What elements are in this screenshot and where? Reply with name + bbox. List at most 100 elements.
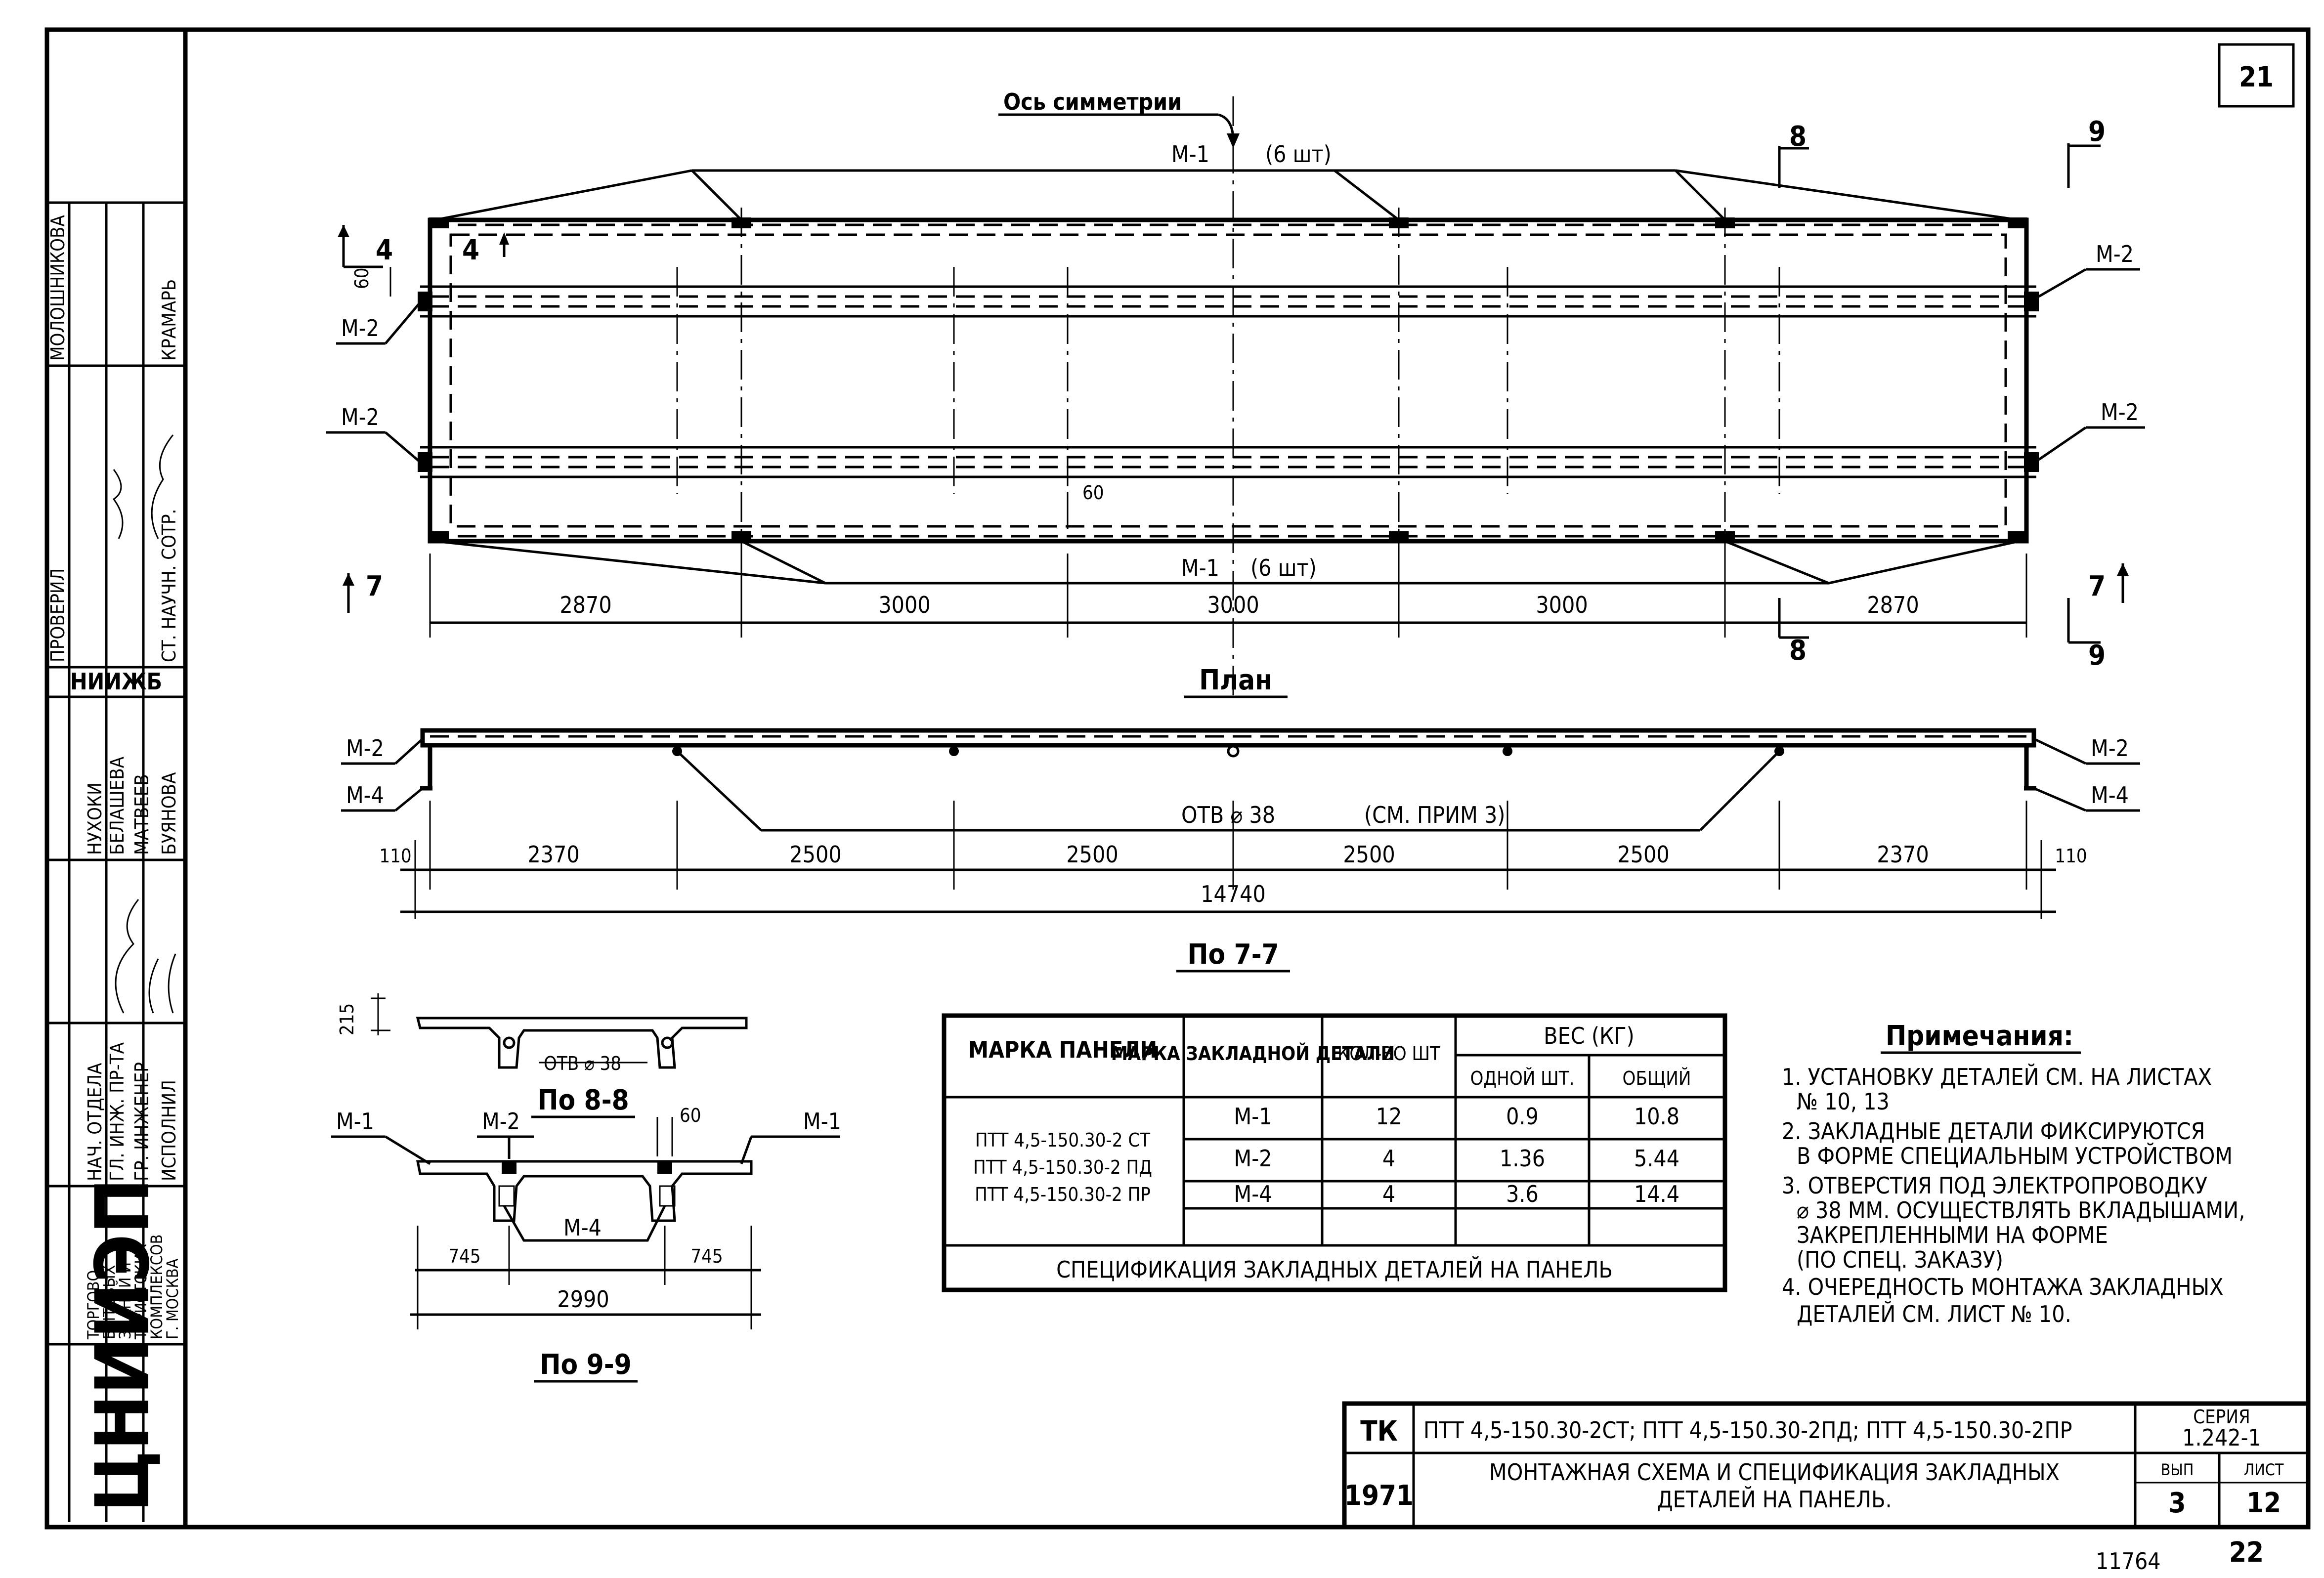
plan-dim-60-center: 60 bbox=[1082, 482, 1104, 504]
stamp-sr-name: КРАМАРЬ bbox=[158, 279, 180, 361]
stamp-org-2: БЫТОВЫХ bbox=[100, 1265, 119, 1339]
section-4-right: 4 bbox=[462, 234, 479, 266]
tb-series: 1.242-1 bbox=[2182, 1424, 2261, 1451]
stamp-top-name: МОЛОШНИКОВА bbox=[47, 214, 69, 361]
spec-h-weight-total: ОБЩИЙ bbox=[1623, 1067, 1691, 1089]
notes-line-2: № 10, 13 bbox=[1797, 1088, 1890, 1115]
notes-line-9: 4. ОЧЕРЕДНОСТЬ МОНТАЖА ЗАКЛАДНЫХ bbox=[1782, 1274, 2224, 1300]
section-4-left: 4 bbox=[376, 234, 393, 266]
tb-issue-label: ВЫП bbox=[2161, 1460, 2194, 1479]
section-8-marker: 8 8 bbox=[1778, 121, 1809, 667]
section-8-8-view: ОТВ ⌀ 38 215 По 8-8 bbox=[336, 993, 748, 1118]
stamp-checked: ПРОВЕРИЛ bbox=[47, 568, 69, 662]
section-7-7-view: ОТВ ⌀ 38 (СМ. ПРИМ 3) М-2 М-4 М-2 М-4 11… bbox=[341, 728, 2140, 973]
tb-year: 1971 bbox=[1344, 1480, 1414, 1512]
notes-line-1: 1. УСТАНОВКУ ДЕТАЛЕЙ СМ. НА ЛИСТАХ bbox=[1782, 1064, 2212, 1090]
plan-title: План bbox=[1199, 664, 1272, 696]
stamp-role-2: ГЛ. ИНЖ. ПР-ТА bbox=[106, 1042, 128, 1181]
tb-sheet: 12 bbox=[2246, 1487, 2281, 1519]
stamp-niizhb: НИИЖБ bbox=[70, 668, 162, 695]
plan-m1-top-label: М-1 bbox=[1171, 141, 1209, 168]
plan-m1-bottom-label: М-1 bbox=[1181, 554, 1219, 581]
spec-r2-total: 5.44 bbox=[1634, 1145, 1679, 1172]
stamp-sr-role: СТ. НАУЧН. СОТР. bbox=[158, 509, 180, 662]
stamp-name-4: БУЯНОВА bbox=[158, 772, 180, 855]
s99-total: 2990 bbox=[557, 1286, 609, 1313]
symmetry-axis-label: Ось симметрии bbox=[1003, 88, 1182, 115]
notes-line-10: ДЕТАЛЕЙ СМ. ЛИСТ № 10. bbox=[1797, 1301, 2071, 1327]
plan-m1-top-count: (6 шт) bbox=[1265, 141, 1332, 168]
stamp-name-3: МАТВЕЕВ bbox=[131, 774, 153, 855]
spec-r1-total: 10.8 bbox=[1634, 1103, 1679, 1130]
plan-m2-label-1: М-2 bbox=[341, 315, 379, 341]
s77-dim-8: 110 bbox=[2055, 845, 2087, 867]
notes-line-3: 2. ЗАКЛАДНЫЕ ДЕТАЛИ ФИКСИРУЮТСЯ bbox=[1782, 1118, 2205, 1145]
section-4-marker: 4 4 bbox=[338, 225, 509, 268]
stamp-org-logo: ЦНИИЭП bbox=[80, 1178, 166, 1512]
s77-dim-7: 2370 bbox=[1877, 841, 1929, 868]
spec-r1-qty: 12 bbox=[1376, 1103, 1402, 1130]
notes-block: Примечания: 1. УСТАНОВКУ ДЕТАЛЕЙ СМ. НА … bbox=[1782, 1020, 2245, 1327]
notes-line-8: (ПО СПЕЦ. ЗАКАЗУ) bbox=[1797, 1246, 2003, 1273]
plan-m2-label-2: М-2 bbox=[341, 404, 379, 430]
s99-m2: М-2 bbox=[482, 1108, 520, 1135]
s99-title: По 9-9 bbox=[540, 1349, 631, 1381]
notes-line-4: В ФОРМЕ СПЕЦИАЛЬНЫМ УСТРОЙСТВОМ bbox=[1797, 1143, 2233, 1169]
page-number-box: 21 bbox=[2218, 43, 2295, 108]
plan-view: Ось симметрии М-1 (6 шт) bbox=[326, 88, 2145, 702]
s77-total: 14740 bbox=[1201, 881, 1266, 907]
section-9-bottom: 9 bbox=[2088, 640, 2106, 672]
bottom-note-right: 22 bbox=[2229, 1536, 2264, 1569]
plan-rib-bottom bbox=[420, 446, 2036, 478]
s77-dim-6: 2500 bbox=[1617, 841, 1669, 868]
spec-h-weight: ВЕС (КГ) bbox=[1544, 1023, 1635, 1049]
section-7-right: 7 bbox=[2088, 570, 2106, 602]
tb-title-line1: МОНТАЖНАЯ СХЕМА И СПЕЦИФИКАЦИЯ ЗАКЛАДНЫХ bbox=[1489, 1459, 2060, 1486]
plan-dim-1: 2870 bbox=[559, 592, 611, 618]
tb-issue: 3 bbox=[2168, 1487, 2186, 1519]
s77-hole-note: ОТВ ⌀ 38 bbox=[1181, 802, 1275, 828]
spec-r2-qty: 4 bbox=[1382, 1145, 1395, 1172]
spec-h-weight-one: ОДНОЙ ШТ. bbox=[1470, 1067, 1575, 1089]
page-number: 21 bbox=[2239, 61, 2274, 93]
s99-m4: М-4 bbox=[563, 1214, 602, 1241]
spec-r3-qty: 4 bbox=[1382, 1181, 1395, 1207]
plan-m2-label-4: М-2 bbox=[2101, 399, 2139, 426]
plan-rib-top bbox=[420, 285, 2036, 318]
spec-r2-one: 1.36 bbox=[1500, 1145, 1545, 1172]
s77-title: По 7-7 bbox=[1187, 938, 1279, 971]
s77-dim-2: 2370 bbox=[527, 841, 579, 868]
spec-panel-3: ПТТ 4,5-150.30-2 ПР bbox=[975, 1184, 1151, 1205]
s88-hole-note: ОТВ ⌀ 38 bbox=[544, 1053, 621, 1074]
plan-m1-bottom-count: (6 шт) bbox=[1250, 554, 1317, 581]
notes-line-5: 3. ОТВЕРСТИЯ ПОД ЭЛЕКТРОПРОВОДКУ bbox=[1782, 1172, 2207, 1199]
tb-title-line2: ДЕТАЛЕЙ НА ПАНЕЛЬ. bbox=[1657, 1486, 1892, 1513]
plan-dim-2: 3000 bbox=[878, 592, 930, 618]
tb-tk: ТК bbox=[1360, 1415, 1398, 1448]
s99-dim-60: 60 bbox=[680, 1105, 701, 1126]
spec-r2-part: М-2 bbox=[1234, 1145, 1272, 1172]
spec-r1-one: 0.9 bbox=[1506, 1103, 1539, 1130]
s99-dim-left: 745 bbox=[448, 1245, 480, 1267]
spec-r3-part: М-4 bbox=[1234, 1181, 1272, 1207]
stamp-org-6: Г. МОСКВА bbox=[163, 1258, 182, 1339]
spec-caption: СПЕЦИФИКАЦИЯ ЗАКЛАДНЫХ ДЕТАЛЕЙ НА ПАНЕЛЬ bbox=[1056, 1256, 1613, 1283]
s77-dim-3: 2500 bbox=[789, 841, 841, 868]
stamp-name-1: НУХОКИ bbox=[84, 782, 106, 855]
notes-title: Примечания: bbox=[1886, 1020, 2073, 1052]
section-7-left: 7 bbox=[366, 570, 383, 602]
title-block: ТК 1971 ПТТ 4,5-150.30-2СТ; ПТТ 4,5-150.… bbox=[1342, 1401, 2311, 1530]
spec-h-panel-mark: МАРКА ПАНЕЛИ bbox=[968, 1036, 1157, 1063]
spec-h-qty: КОЛ-ВО ШТ bbox=[1337, 1043, 1440, 1065]
plan-dim-5: 2870 bbox=[1867, 592, 1919, 618]
tb-sheet-label: ЛИСТ bbox=[2244, 1460, 2284, 1479]
s99-dim-right: 745 bbox=[690, 1245, 723, 1267]
s99-m1-left: М-1 bbox=[336, 1108, 374, 1135]
s77-m4-left: М-4 bbox=[346, 782, 384, 809]
s77-m2-right: М-2 bbox=[2091, 735, 2129, 762]
spec-panel-2: ПТТ 4,5-150.30-2 ПД bbox=[973, 1156, 1152, 1178]
section-9-9-view: М-4 М-1 М-2 М-1 60 745 745 2990 По 9-9 bbox=[331, 1105, 841, 1383]
s77-dim-1: 110 bbox=[379, 845, 411, 867]
section-9-top: 9 bbox=[2088, 116, 2106, 148]
stamp-name-2: БЕЛАШЕВА bbox=[106, 756, 128, 855]
